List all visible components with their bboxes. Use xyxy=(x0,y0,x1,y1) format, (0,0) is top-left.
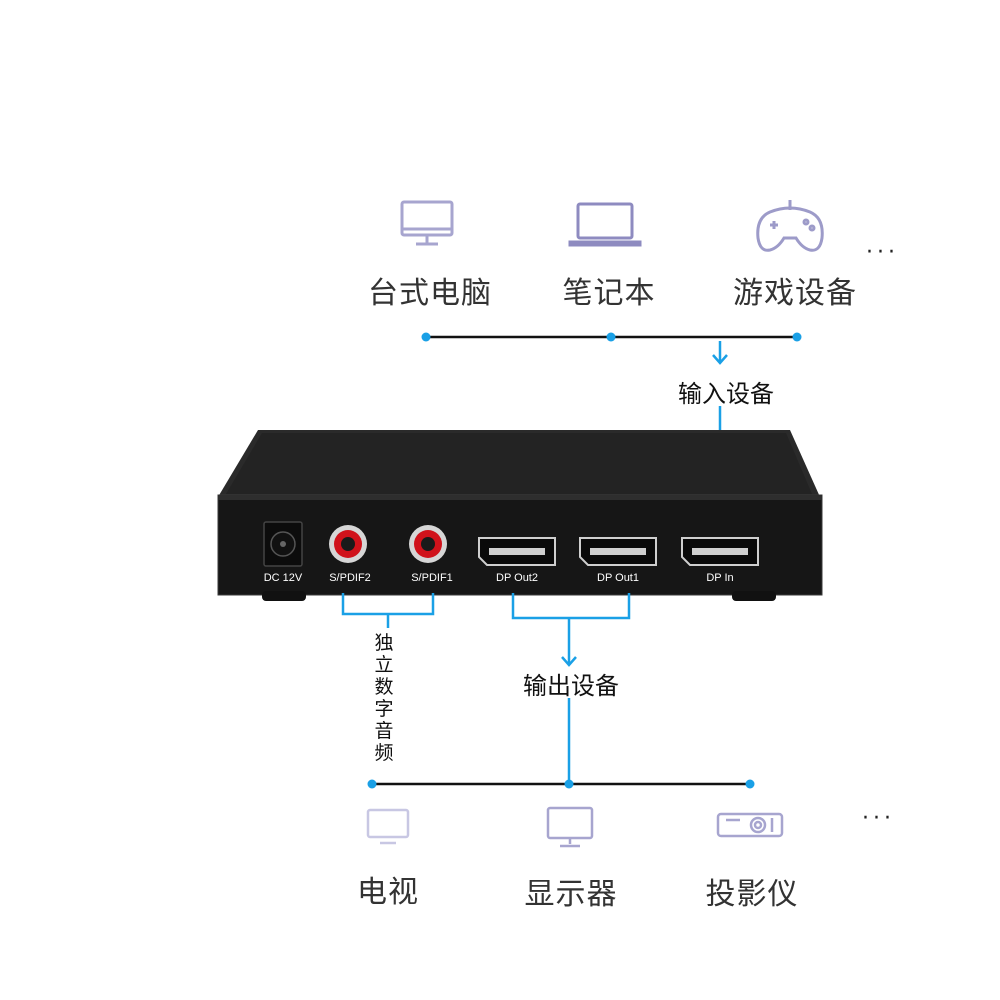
input-source-game-device: 游戏设备 xyxy=(733,276,857,311)
port-label-dp-out2: DP Out2 xyxy=(496,572,538,584)
audio-label-char: 数 xyxy=(374,676,394,698)
input-source-desktop: 台式电脑 xyxy=(368,276,492,311)
output-more-ellipsis: ··· xyxy=(862,806,895,831)
port-label-spdif2: S/PDIF2 xyxy=(329,572,371,584)
input-more-ellipsis: ··· xyxy=(866,240,899,265)
monitor-icon xyxy=(546,806,594,848)
output-bus-line xyxy=(367,779,755,789)
independent-digital-audio-label: 独 立 数 字 音 频 xyxy=(373,632,395,764)
output-target-monitor: 显示器 xyxy=(524,877,618,912)
audio-label-char: 独 xyxy=(374,632,394,654)
desktop-monitor-icon xyxy=(400,200,454,246)
input-bus-line xyxy=(421,332,802,342)
projector-icon xyxy=(716,812,784,838)
input-arrow xyxy=(712,341,728,365)
dp-out2-port xyxy=(478,537,556,566)
input-source-laptop: 笔记本 xyxy=(562,276,656,311)
laptop-icon xyxy=(568,202,642,247)
gamepad-icon xyxy=(756,200,824,252)
port-label-dp-in: DP In xyxy=(706,572,734,584)
audio-label-char: 字 xyxy=(374,698,394,720)
port-label-spdif1: S/PDIF1 xyxy=(411,572,453,584)
output-bracket xyxy=(511,593,631,667)
port-label-dp-out1: DP Out1 xyxy=(597,572,639,584)
output-device-label: 输出设备 xyxy=(523,672,619,700)
spdif1-port xyxy=(409,525,447,563)
input-device-label: 输入设备 xyxy=(678,380,774,408)
dp-in-port xyxy=(681,537,759,566)
output-target-tv: 电视 xyxy=(357,875,419,910)
audio-label-char: 频 xyxy=(374,742,394,764)
hdmi-splitter-device xyxy=(217,430,823,601)
spdif2-port xyxy=(329,525,367,563)
dc-jack-port xyxy=(263,521,303,567)
dp-out1-port xyxy=(579,537,657,566)
audio-label-char: 音 xyxy=(374,720,394,742)
audio-bracket xyxy=(341,593,435,628)
audio-label-char: 立 xyxy=(374,654,394,676)
tv-icon xyxy=(366,808,410,845)
port-label-dc: DC 12V xyxy=(263,572,303,584)
output-target-projector: 投影仪 xyxy=(705,877,799,912)
